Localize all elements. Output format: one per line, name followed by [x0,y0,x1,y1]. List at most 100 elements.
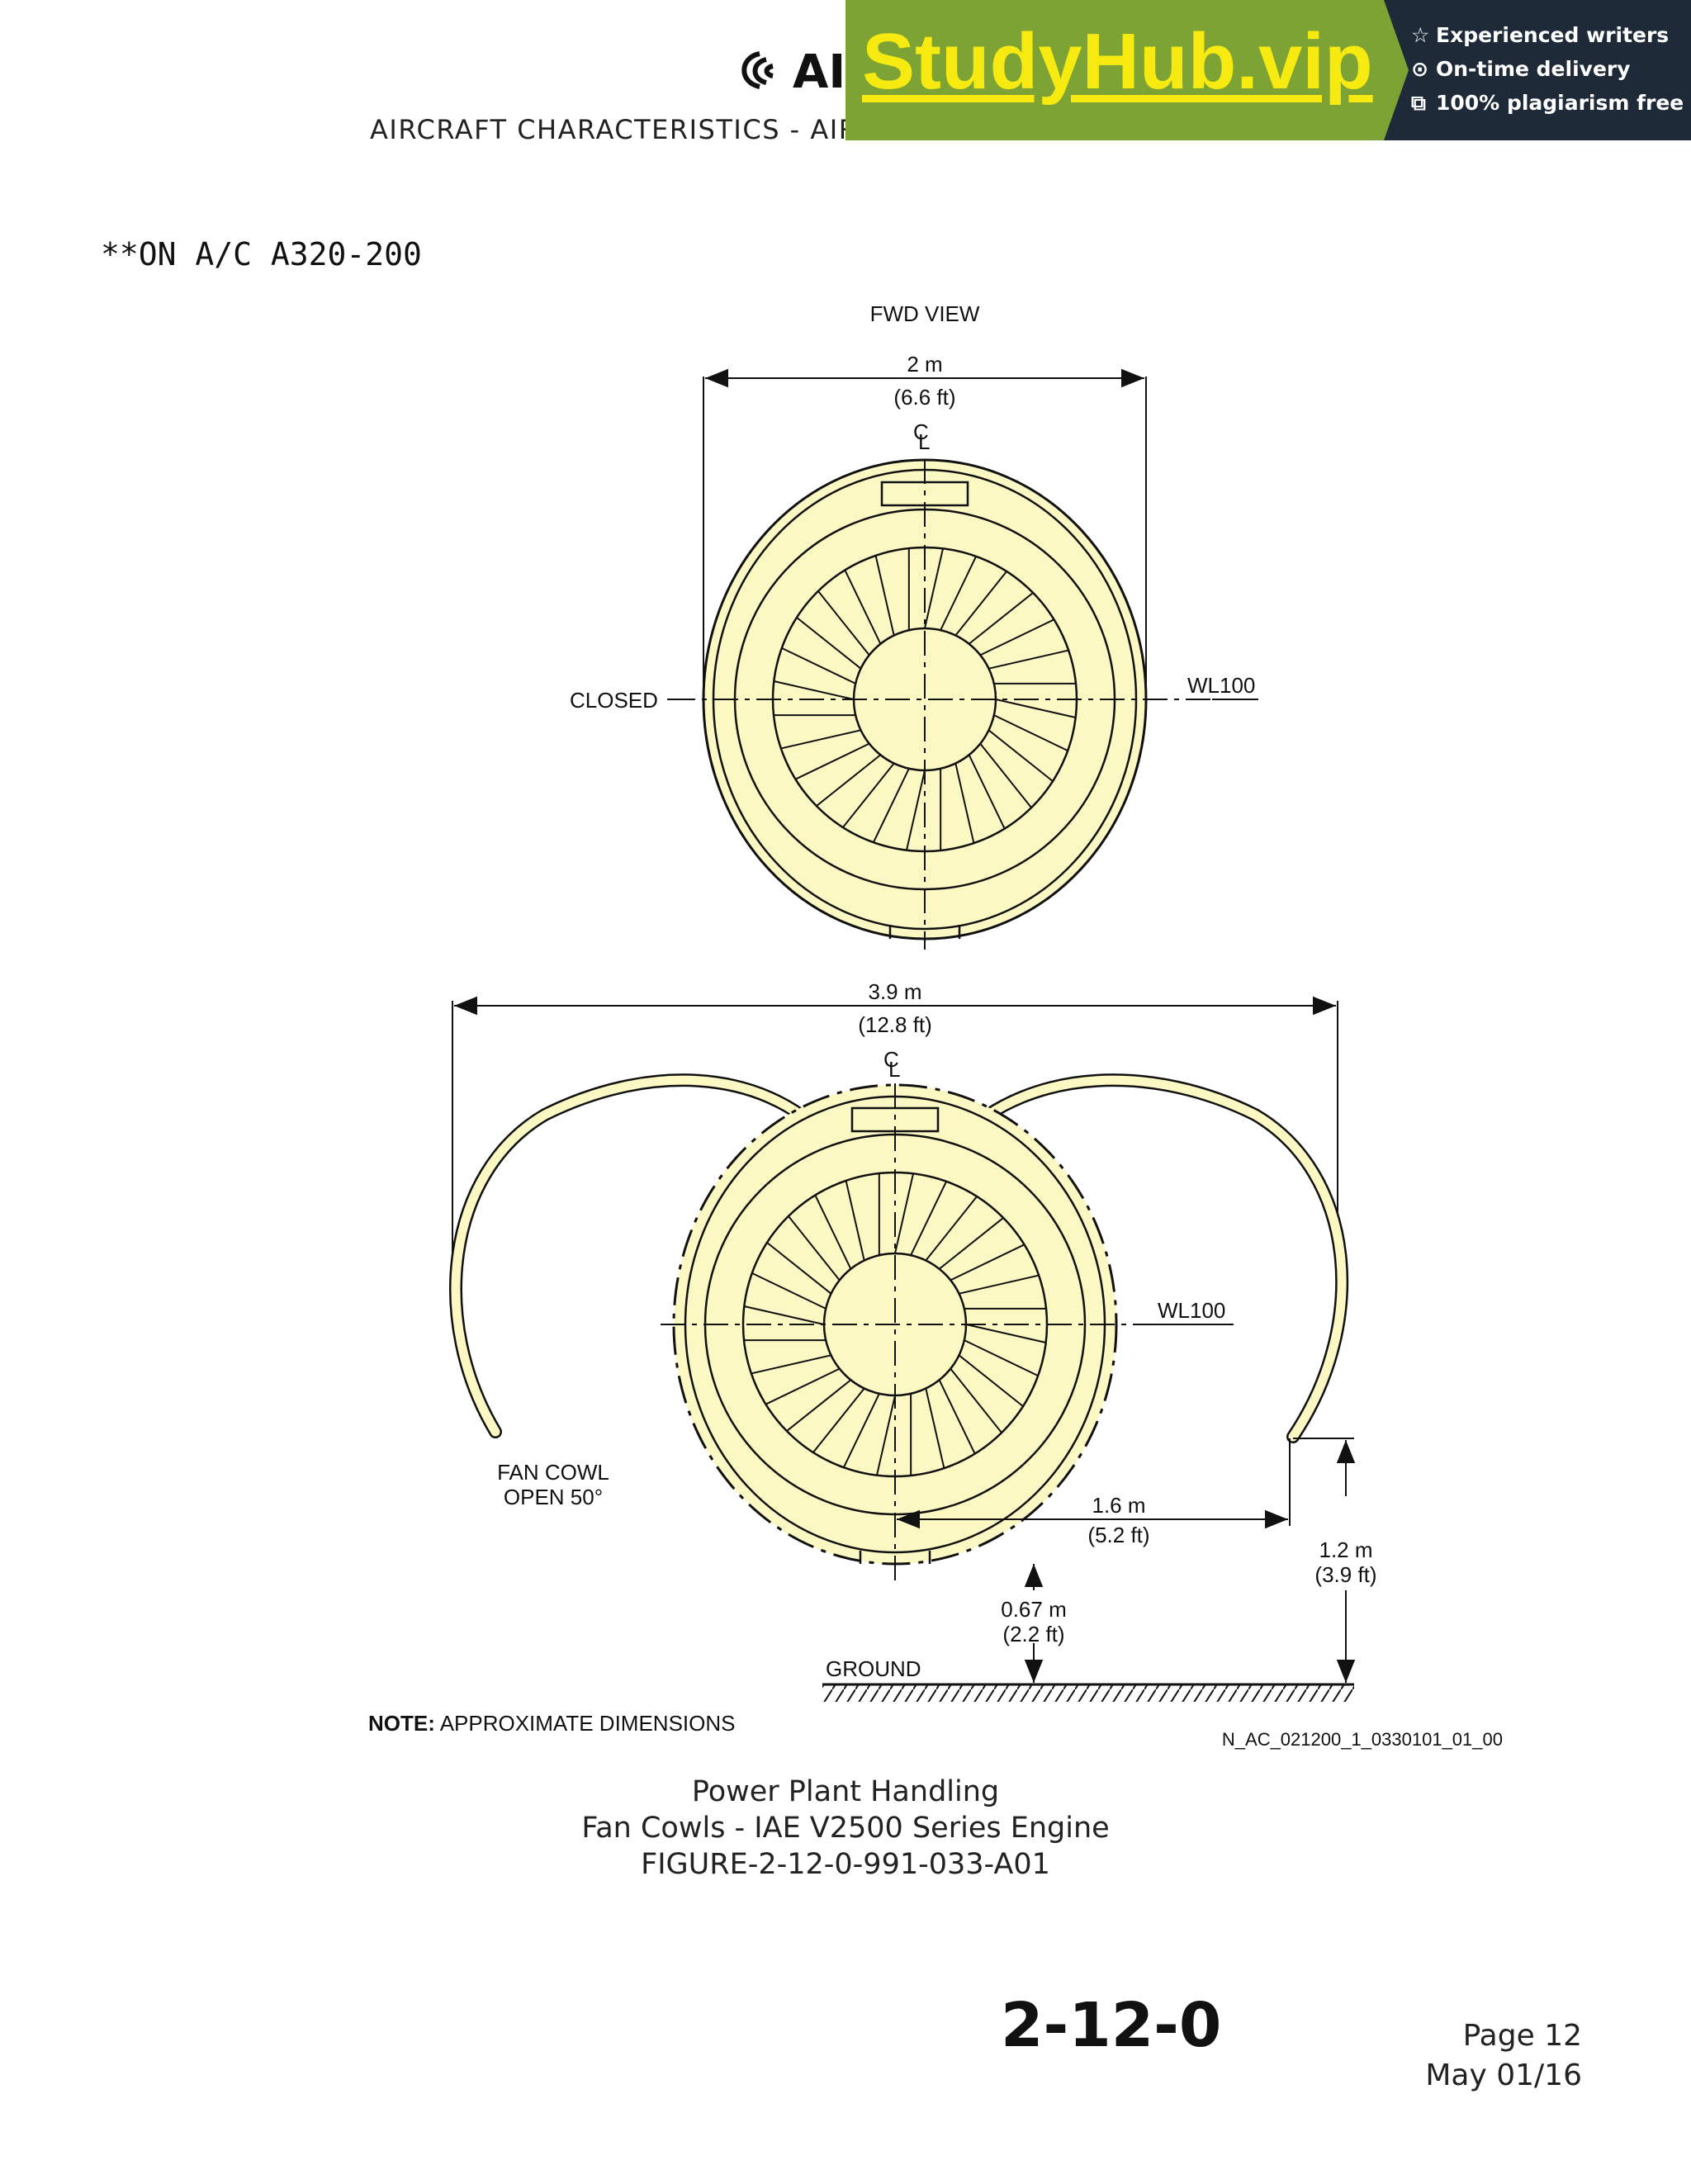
fan-cowl-open-angle: OPEN 50° [504,1485,603,1509]
clock-icon: ⊙ [1411,57,1428,81]
fan-blade [954,571,1007,637]
star-icon: ☆ [1411,23,1430,47]
fan-blades-bottom [744,1173,1046,1476]
fan-blade [964,1339,1039,1377]
centerline-l: L [918,429,930,454]
banner-feature-label: Experienced writers [1436,23,1670,47]
fwd-view-title: FWD VIEW [870,301,980,326]
fan-blade [954,763,975,844]
page-number: Page 12 [1462,2019,1582,2053]
centerline-c-bottom: C [883,1047,899,1072]
fan-blade [968,592,1034,645]
vert-ft: (3.9 ft) [1314,1562,1376,1587]
vert-m: 1.2 m [1319,1537,1372,1562]
fan-blade [842,1393,880,1468]
airbus-swirl-icon: AI [741,45,846,99]
top-width-m: 2 m [907,352,942,377]
airbus-logo: AI [735,41,850,102]
fan-blade [950,1244,1025,1282]
drawing-id: N_AC_021200_1_0330101_01_00 [1222,1729,1503,1750]
centerline-c: C [913,419,929,444]
fan-cowl-figure: FWD VIEW 2 m (6.6 ft) C L CLOSED WL100 [0,281,1691,1770]
caption-line-3: FIGURE-2-12-0-991-033-A01 [641,1848,1050,1881]
fan-blade [875,1395,896,1476]
bottom-view-open: 3.9 m (12.8 ft) C L WL100 FAN COWL OPEN … [449,979,1377,1702]
fan-blade [959,1274,1040,1295]
bottom-top-latch [850,1106,940,1133]
banner-brand-text[interactable]: StudyHub.vip [862,17,1373,106]
caption-line-1: Power Plant Handling [691,1775,1000,1808]
fan-blade [925,1388,945,1469]
fan-blade [950,1367,1002,1433]
fan-blade [979,618,1054,656]
fan-blade [795,742,870,780]
fan-blade [938,1379,976,1454]
fan-blade [993,714,1068,752]
logo-text: AI [793,45,846,99]
caption-line-2: Fan Cowls - IAE V2500 Series Engine [581,1812,1110,1845]
fan-blade [765,1367,841,1405]
figure-caption: Power Plant Handling Fan Cowls - IAE V25… [0,1774,1691,1883]
fan-blade [766,1242,832,1295]
wl100-top-label: WL100 [1187,673,1255,698]
top-view-closed: FWD VIEW 2 m (6.6 ft) C L CLOSED WL100 [570,301,1258,950]
closed-label: CLOSED [570,688,658,713]
fan-blade [817,590,870,656]
fan-blade [894,1173,915,1254]
ground-label: GROUND [826,1656,921,1681]
fan-blade [925,1196,978,1262]
fan-blade [780,729,861,750]
fan-blade [788,1215,841,1282]
banner-feature-delivery: ⊙ On-time delivery [1411,57,1631,81]
fan-blades [774,548,1076,850]
fan-blade [744,1305,825,1325]
fan-blade [872,768,910,843]
banner-arrow-shape [1384,0,1409,140]
fan-blade [958,1354,1024,1407]
fan-blade [910,1181,948,1256]
fan-blade [781,647,856,685]
note: NOTE: APPROXIMATE DIMENSIONS [368,1711,735,1736]
fan-blade [995,699,1076,719]
effectivity-label: **ON A/C A320-200 [101,236,422,272]
banner-feature-plagiarism: ⧉100% plagiarism free [1411,91,1684,116]
fan-blade [940,556,978,631]
copy-icon: ⧉ [1411,91,1426,115]
fan-blade [965,1324,1046,1344]
fan-blade [938,1217,1004,1270]
clear-ft: (2.2 ft) [1002,1622,1064,1646]
fan-blade [842,762,895,828]
fan-blade [924,548,945,629]
page-info: Page 12 May 01/16 [1404,2016,1582,2096]
banner-feature-label: On-time delivery [1436,57,1631,81]
horiz-m: 1.6 m [1092,1493,1145,1518]
bottom-width-ft: (12.8 ft) [858,1012,932,1037]
fan-blade [774,680,855,700]
fan-blade [988,649,1069,670]
fan-blade [751,1272,827,1310]
fan-blade [786,1379,852,1432]
bottom-width-m: 3.9 m [868,979,921,1004]
fan-blade [988,729,1054,782]
fan-cowl-label: FAN COWL [497,1460,609,1485]
revision-date: May 01/16 [1425,2058,1582,2092]
section-code: 2-12-0 [1001,1990,1222,2061]
fan-blade [814,1195,852,1270]
ground-hatch [822,1685,1354,1702]
fan-blade [968,754,1006,829]
fan-blade [874,555,895,636]
studyhub-banner[interactable]: StudyHub.vip ☆Experienced writers ⊙ On-ti… [846,0,1691,140]
fan-blade [979,742,1032,808]
centerline-l-bottom: L [888,1057,900,1082]
wl100-bottom-label: WL100 [1158,1298,1225,1323]
banner-feature-writers: ☆Experienced writers [1411,23,1669,47]
fan-blade [845,1180,865,1261]
banner-brand-panel[interactable]: StudyHub.vip [846,0,1384,140]
fan-blade [844,570,882,645]
fan-blade [751,1354,831,1375]
top-width-ft: (6.6 ft) [893,385,955,410]
fan-blade [812,1387,865,1453]
horiz-ft: (5.2 ft) [1087,1523,1149,1547]
fan-blade [905,770,926,850]
fan-blade [796,617,862,670]
